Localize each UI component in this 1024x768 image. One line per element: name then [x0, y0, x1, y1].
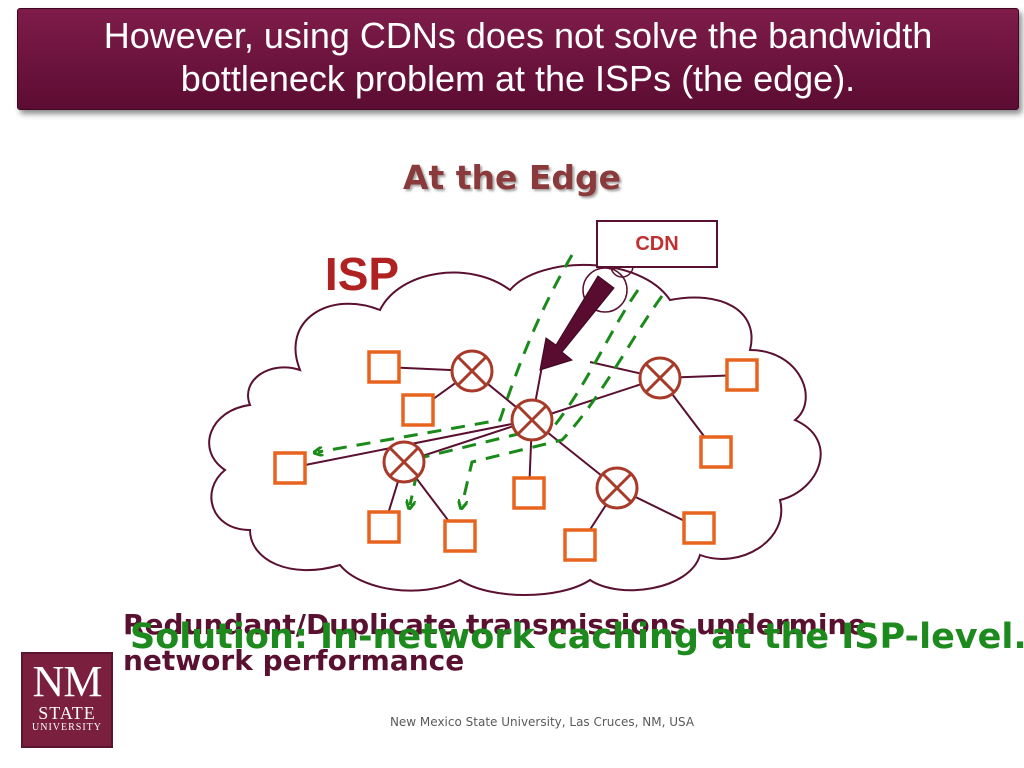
router-icon — [450, 349, 494, 393]
router-icon — [638, 356, 682, 400]
host-icon — [401, 393, 435, 427]
host-icon — [563, 528, 597, 562]
cdn-label: CDN — [635, 233, 678, 255]
nmsu-logo: NM STATE UNIVERSITY — [21, 652, 113, 748]
router-icon — [382, 440, 426, 484]
host-icon — [443, 519, 477, 553]
router-icon — [510, 398, 554, 442]
host-icon — [367, 510, 401, 544]
router-icon — [595, 466, 639, 510]
end-hosts — [273, 350, 759, 562]
host-icon — [273, 451, 307, 485]
host-icon — [699, 435, 733, 469]
logo-state: STATE — [38, 703, 96, 723]
cdn-delivery-paths — [318, 254, 664, 505]
logo-university: UNIVERSITY — [32, 722, 102, 733]
footer: New Mexico State University, Las Cruces,… — [389, 715, 695, 729]
cdn-box — [596, 220, 718, 268]
host-icon — [725, 358, 759, 392]
diagram-heading: At the Edge — [402, 158, 622, 197]
host-icon — [682, 511, 716, 545]
problem-statement: Redundant/Duplicate transmissions underm… — [123, 608, 867, 677]
isp-label: ISP — [325, 248, 399, 300]
logo-nm: NM — [32, 657, 103, 706]
host-icon — [367, 350, 401, 384]
host-icon — [512, 476, 546, 510]
slide-title: However, using CDNs does not solve the b… — [103, 15, 933, 99]
title-bar: However, using CDNs does not solve the b… — [17, 8, 1019, 110]
solution-statement: Solution: In-network caching at the ISP-… — [130, 617, 1024, 657]
cdn-big-arrow — [539, 275, 615, 371]
